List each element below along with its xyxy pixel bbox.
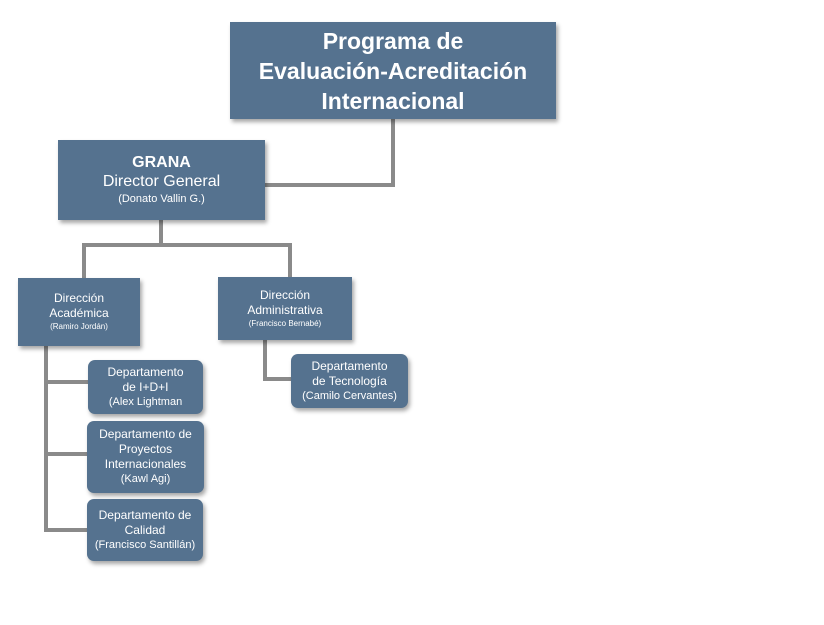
dept-tecnologia-line1: Departamento xyxy=(311,358,388,373)
dept-idi-box: Departamento de I+D+I (Alex Lightman xyxy=(88,360,203,414)
director-person: (Donato Vallin G.) xyxy=(118,193,205,205)
dept-calidad-line1: Departamento de xyxy=(98,507,192,522)
connector-to-administrativa xyxy=(288,243,292,277)
dept-tecnologia-person: (Camilo Cervantes) xyxy=(302,389,397,402)
connector-program-to-director xyxy=(265,183,395,187)
connector-program-down xyxy=(391,119,395,187)
direccion-academica-box: Dirección Académica (Ramiro Jordán) xyxy=(18,278,140,346)
program-title-line3: Internacional xyxy=(321,87,465,114)
direccion-administrativa-box: Dirección Administrativa (Francisco Bern… xyxy=(218,277,352,340)
direccion-administrativa-line2: Administrativa xyxy=(247,302,323,317)
dept-proyectos-person: (Kawl Agi) xyxy=(120,473,171,485)
dept-calidad-line2: Calidad xyxy=(124,522,166,537)
dept-proyectos-line1: Departamento de xyxy=(99,427,192,441)
dept-idi-person: (Alex Lightman xyxy=(108,395,183,408)
connector-academica-spine xyxy=(44,346,48,532)
program-title-line1: Programa de xyxy=(322,27,464,54)
dept-proyectos-line2: Proyectos xyxy=(118,442,173,456)
connector-to-academica xyxy=(82,243,86,278)
dept-idi-line2: de I+D+I xyxy=(122,379,169,394)
direccion-academica-person: (Ramiro Jordán) xyxy=(50,322,108,331)
connector-to-dept-tecnologia xyxy=(263,377,291,381)
dept-tecnologia-line2: de Tecnología xyxy=(312,373,387,388)
direccion-academica-line2: Académica xyxy=(49,306,109,320)
connector-to-dept-calidad xyxy=(44,528,87,532)
dept-idi-line1: Departamento xyxy=(107,364,184,379)
direccion-academica-line1: Dirección xyxy=(53,291,104,305)
director-general-box: GRANA Director General (Donato Vallin G.… xyxy=(58,140,265,220)
connector-administrativa-down xyxy=(263,340,267,381)
program-title-line2: Evaluación-Acreditación xyxy=(258,57,528,84)
connector-to-dept-idi xyxy=(44,380,88,384)
connector-direcciones-horizontal xyxy=(82,243,292,247)
dept-proyectos-line3: Internacionales xyxy=(104,457,187,471)
connector-to-dept-proyectos xyxy=(44,452,87,456)
direccion-administrativa-person: (Francisco Bernabé) xyxy=(248,318,322,328)
dept-tecnologia-box: Departamento de Tecnología (Camilo Cerva… xyxy=(291,354,408,408)
dept-calidad-person: (Francisco Santillán) xyxy=(94,538,196,551)
director-org-name: GRANA xyxy=(132,154,191,171)
dept-calidad-box: Departamento de Calidad (Francisco Santi… xyxy=(87,499,203,561)
program-box: Programa de Evaluación-Acreditación Inte… xyxy=(230,22,556,119)
direccion-administrativa-line1: Dirección xyxy=(259,287,310,302)
connector-director-down xyxy=(159,220,163,245)
dept-proyectos-box: Departamento de Proyectos Internacionale… xyxy=(87,421,204,493)
director-role: Director General xyxy=(102,173,221,190)
